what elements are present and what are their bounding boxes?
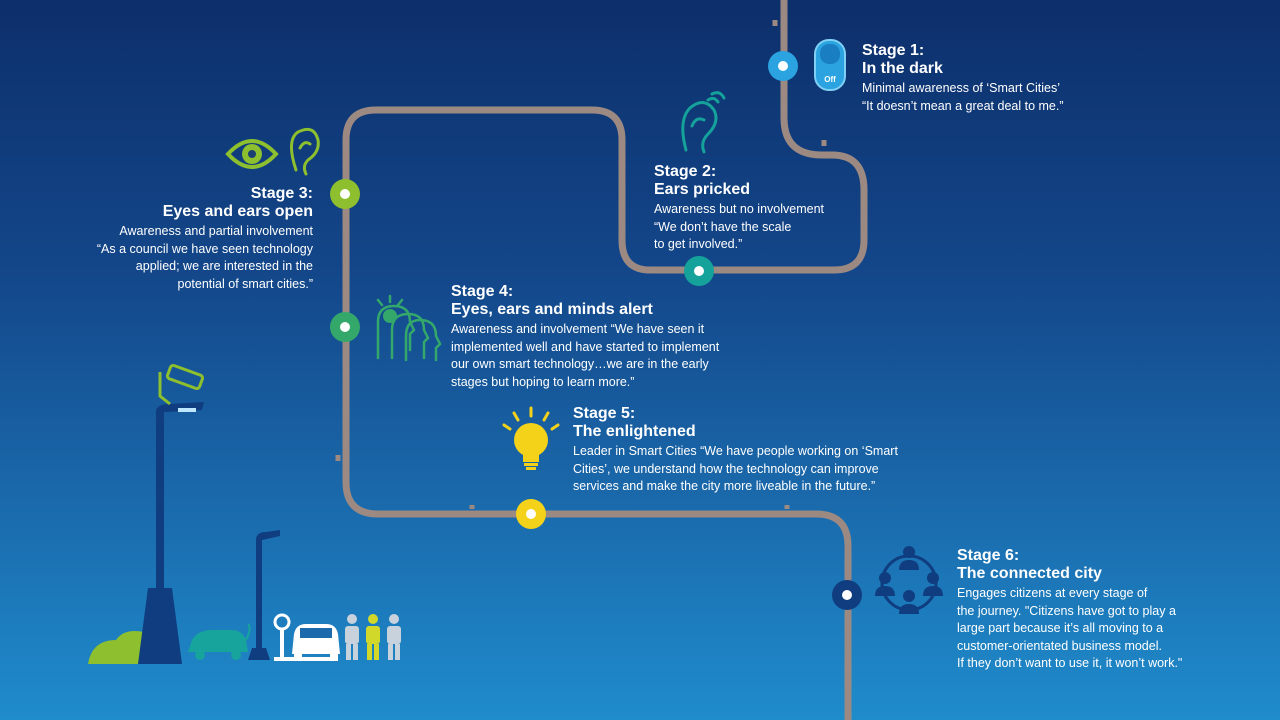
stage-name: The enlightened bbox=[573, 423, 696, 440]
stage-4-text: Stage 4: Eyes, ears and minds alert Awar… bbox=[451, 283, 771, 391]
stage-description: Minimal awareness of ‘Smart Cities’ bbox=[862, 81, 1060, 95]
white-car-icon bbox=[292, 624, 340, 660]
stage-name: The connected city bbox=[957, 565, 1102, 582]
stage-5-node bbox=[516, 499, 546, 529]
connected-people-icon bbox=[875, 546, 943, 614]
city-illustration bbox=[88, 363, 401, 664]
heads-lightbulb-icon bbox=[376, 294, 442, 362]
stage-6-text: Stage 6: The connected city Engages citi… bbox=[957, 547, 1257, 673]
cctv-camera-icon bbox=[158, 363, 205, 406]
stage-4-node bbox=[330, 312, 360, 342]
stage-number: Stage 4: bbox=[451, 283, 514, 300]
stage-name: Eyes and ears open bbox=[162, 203, 313, 220]
lightbulb-icon bbox=[502, 406, 560, 470]
stage-2-node bbox=[684, 256, 714, 286]
stage-number: Stage 3: bbox=[250, 185, 313, 202]
stage-number: Stage 5: bbox=[573, 405, 636, 422]
stage-number: Stage 2: bbox=[654, 163, 717, 180]
stage-name: In the dark bbox=[862, 60, 943, 77]
street-light-short bbox=[248, 530, 280, 660]
people-group-icon bbox=[345, 614, 401, 660]
eye-and-ear-icon bbox=[225, 127, 320, 176]
track-ties bbox=[335, 20, 827, 509]
stage-6-node bbox=[832, 580, 862, 610]
stage-description: Awareness but no involvement bbox=[654, 202, 825, 216]
switch-label: Off bbox=[824, 75, 836, 84]
electric-car-icon bbox=[188, 623, 251, 660]
stage-quote: “It doesn’t mean a great deal to me.” bbox=[862, 98, 1064, 113]
stage-quote: “We don’t have the scale to get involved… bbox=[654, 219, 792, 252]
stage-5-text: Stage 5: The enlightened Leader in Smart… bbox=[573, 405, 943, 496]
stage-name: Ears pricked bbox=[654, 181, 751, 198]
stage-description: Leader in Smart Cities “We have people w… bbox=[573, 444, 898, 493]
stage-description: Awareness and partial involvement bbox=[119, 224, 313, 238]
parking-meter-icon bbox=[273, 613, 338, 661]
street-light-tall bbox=[138, 402, 204, 664]
stage-2-text: Stage 2: Ears pricked Awareness but no i… bbox=[654, 163, 854, 254]
stage-3-node bbox=[330, 179, 360, 209]
stage-1-node bbox=[768, 51, 798, 81]
stage-3-text: Stage 3: Eyes and ears open Awareness an… bbox=[40, 185, 313, 293]
ear-icon bbox=[681, 91, 726, 154]
stage-number: Stage 6: bbox=[957, 547, 1020, 564]
stage-1-text: Stage 1: In the dark Minimal awareness o… bbox=[862, 42, 1122, 115]
off-switch-icon: Off bbox=[814, 39, 846, 91]
stage-name: Eyes, ears and minds alert bbox=[451, 301, 653, 318]
stage-description: Awareness and involvement “We have seen … bbox=[451, 322, 720, 389]
stage-number: Stage 1: bbox=[862, 42, 925, 59]
stage-description: Engages citizens at every stage of the j… bbox=[957, 586, 1183, 670]
stage-quote: “As a council we have seen technology ap… bbox=[96, 241, 313, 291]
track-path bbox=[342, 0, 868, 720]
